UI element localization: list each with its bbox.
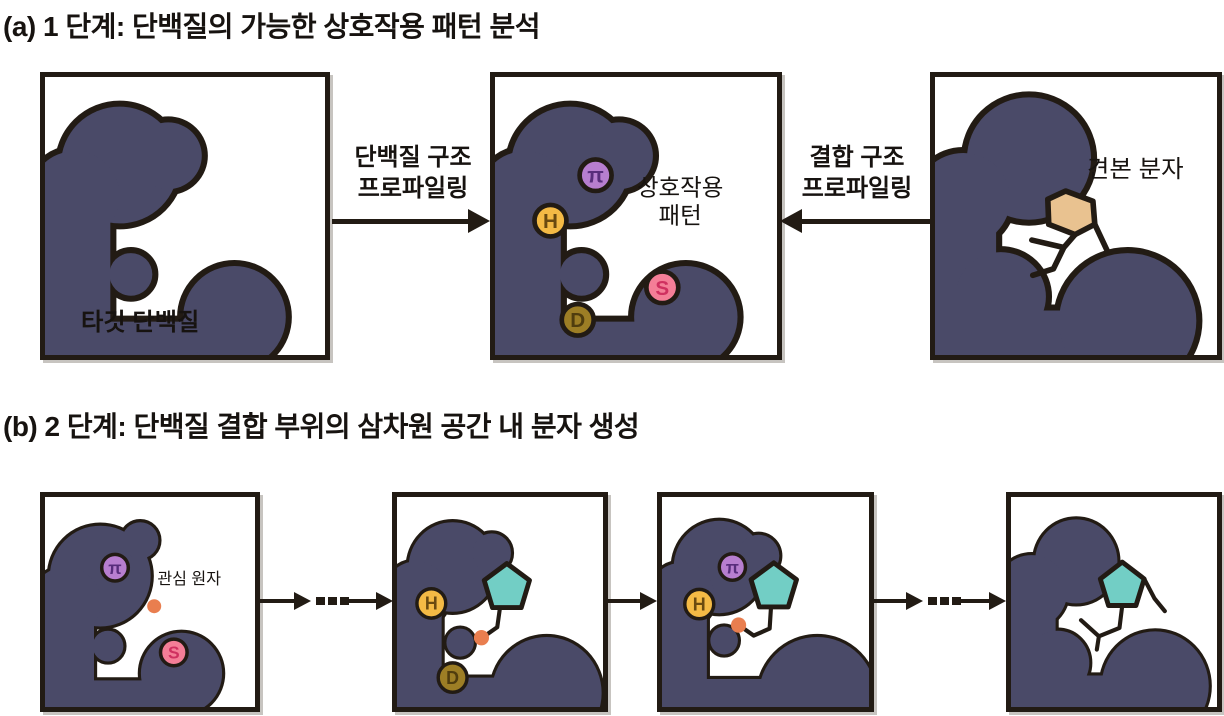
arrow-right-head-icon xyxy=(906,592,923,610)
panel-interaction-pattern: π H D S 상호작용 패턴 xyxy=(490,72,782,360)
panel-generation-step-4 xyxy=(1006,492,1222,712)
marker-d-icon: D xyxy=(559,301,597,338)
protein-profiling-label-line1: 단백질 구조 xyxy=(354,144,472,171)
binding-profiling-arrow-label: 결합 구조 프로파일링 xyxy=(772,142,942,204)
section-a-title: (a) 1 단계: 단백질의 가능한 상호작용 패턴 분석 xyxy=(3,11,541,42)
svg-text:S: S xyxy=(655,277,669,300)
binding-profiling-label-line1: 결합 구조 xyxy=(809,144,905,171)
atom-of-interest-label: 관심 원자 xyxy=(157,570,221,588)
binding-profiling-label-line2: 프로파일링 xyxy=(801,175,913,202)
pattern-label-line2: 패턴 xyxy=(659,203,702,229)
ellipsis-dot xyxy=(328,597,337,605)
svg-text:π: π xyxy=(587,164,604,188)
marker-h-icon: H xyxy=(532,202,569,239)
arrow-protein-profiling-line xyxy=(332,219,470,224)
atom-of-interest-dot xyxy=(147,599,162,614)
generated-fragment xyxy=(473,561,532,646)
target-protein-label: 타깃 단백질 xyxy=(81,309,199,336)
svg-text:D: D xyxy=(570,309,585,332)
arrow-right-head-icon xyxy=(376,592,393,610)
panel-generation-step-1: π S 관심 원자 xyxy=(40,492,260,712)
heterocycle-ring xyxy=(748,560,799,610)
generation-step-4-canvas xyxy=(1011,516,1212,707)
section-b-title: (b) 2 단계: 단백질 결합 부위의 삼차원 공간 내 분자 생성 xyxy=(3,411,640,442)
generated-fragment xyxy=(731,560,799,638)
svg-text:π: π xyxy=(726,557,739,577)
template-molecule xyxy=(1029,188,1110,279)
aromatic-ring xyxy=(1044,188,1098,238)
ellipsis-dot xyxy=(952,597,961,605)
generated-molecule xyxy=(1078,559,1167,652)
pattern-label-line1: 상호작용 xyxy=(637,175,723,201)
step-arrow-line xyxy=(349,599,376,603)
marker-pi-icon: π xyxy=(577,157,614,194)
marker-d-icon: D xyxy=(436,661,469,695)
svg-text:D: D xyxy=(446,668,459,688)
protein-profiling-label-line2: 프로파일링 xyxy=(357,175,469,202)
svg-text:H: H xyxy=(693,594,706,614)
target-protein-canvas: 타깃 단백질 xyxy=(45,100,292,355)
atom-of-interest-dot xyxy=(731,617,747,633)
svg-text:H: H xyxy=(425,594,438,614)
marker-s-icon: S xyxy=(643,269,681,306)
panel-generation-step-3: π H xyxy=(657,492,874,712)
generation-step-1-canvas: π S 관심 원자 xyxy=(45,519,226,707)
arrow-right-head-icon xyxy=(989,592,1006,610)
svg-text:S: S xyxy=(168,643,180,663)
panel-generation-step-2: H D xyxy=(392,492,608,712)
arrow-right-head-icon xyxy=(294,592,311,610)
panel-template-molecule: 견본 분자 xyxy=(930,72,1222,360)
marker-s-icon: S xyxy=(158,637,189,668)
svg-text:H: H xyxy=(543,210,558,233)
generation-step-3-canvas: π H xyxy=(662,517,869,707)
protein-profiling-arrow-label: 단백질 구조 프로파일링 xyxy=(328,142,498,204)
arrow-right-head-icon xyxy=(640,592,657,610)
generation-step-2-canvas: H D xyxy=(397,519,603,707)
atom-of-interest-dot xyxy=(473,630,490,646)
ellipsis-dot xyxy=(316,597,325,605)
template-molecule-canvas: 견본 분자 xyxy=(935,91,1203,355)
marker-h-icon: H xyxy=(415,586,448,620)
marker-pi-icon: π xyxy=(99,552,131,583)
svg-text:π: π xyxy=(108,558,121,578)
arrow-right-head-icon xyxy=(468,209,490,233)
step-arrow-line xyxy=(961,599,989,603)
arrow-left-head-icon xyxy=(780,209,802,233)
interaction-pattern-canvas: π H D S 상호작용 패턴 xyxy=(495,100,744,355)
template-molecule-label: 견본 분자 xyxy=(1087,156,1184,183)
marker-h-icon: H xyxy=(683,587,716,621)
step-arrow-line xyxy=(874,599,906,603)
ellipsis-dot xyxy=(928,597,937,605)
step-arrow-line xyxy=(608,599,640,603)
marker-pi-icon: π xyxy=(717,551,748,583)
ellipsis-dot xyxy=(940,597,949,605)
ellipsis-dot xyxy=(340,597,349,605)
arrow-binding-profiling-line xyxy=(802,219,930,224)
step-arrow-line xyxy=(258,599,294,603)
heterocycle-ring xyxy=(481,561,532,611)
panel-target-protein: 타깃 단백질 xyxy=(40,72,330,360)
heterocycle-ring xyxy=(1097,559,1147,608)
